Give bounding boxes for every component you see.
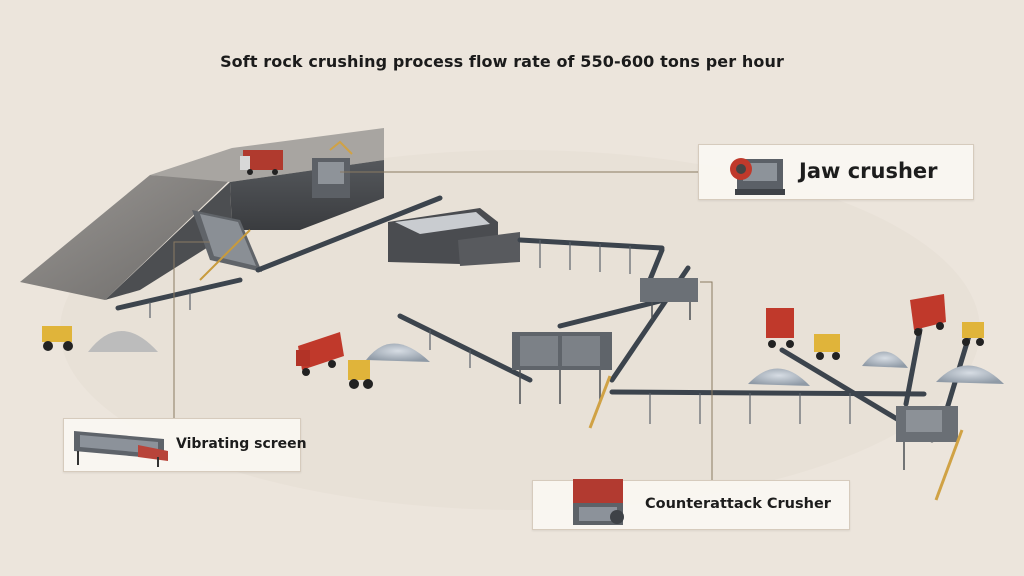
- leader-lines: [173, 171, 713, 480]
- aggregate-bin: [388, 208, 520, 266]
- dump-truck-middle: [296, 332, 344, 376]
- screen-tower: [640, 278, 698, 320]
- counterattack-crusher-icon: [573, 479, 624, 525]
- loader-right: [814, 334, 840, 360]
- vibrating-screen-unit: [192, 210, 262, 281]
- jaw-crusher-icon: [730, 158, 785, 195]
- loader-left: [42, 326, 73, 351]
- jaw-crusher-station: [312, 140, 353, 198]
- stockpiles: [88, 331, 1004, 386]
- secondary-crusher-tower: [512, 332, 612, 429]
- loader-middle: [348, 360, 373, 389]
- jaw-crusher-label: Jaw crusher: [799, 159, 938, 183]
- dump-truck-right-2: [910, 294, 946, 336]
- counterattack-crusher-callout: Counterattack Crusher: [532, 479, 850, 530]
- jaw-crusher-callout: Jaw crusher: [698, 144, 974, 200]
- vibrating-screen-icon: [74, 431, 168, 467]
- vibrating-screen-callout: Vibrating screen: [63, 418, 307, 472]
- counterattack-crusher-label: Counterattack Crusher: [645, 496, 831, 512]
- vehicles: [42, 294, 984, 389]
- dump-truck-top: [240, 150, 283, 175]
- vibrating-screen-label: Vibrating screen: [176, 436, 307, 452]
- diagram-title: Soft rock crushing process flow rate of …: [220, 52, 784, 71]
- dump-truck-right-1: [766, 308, 794, 348]
- loader-far-right: [962, 322, 984, 346]
- conveyor-supports: [149, 240, 851, 424]
- tertiary-crusher-tower: [896, 406, 964, 501]
